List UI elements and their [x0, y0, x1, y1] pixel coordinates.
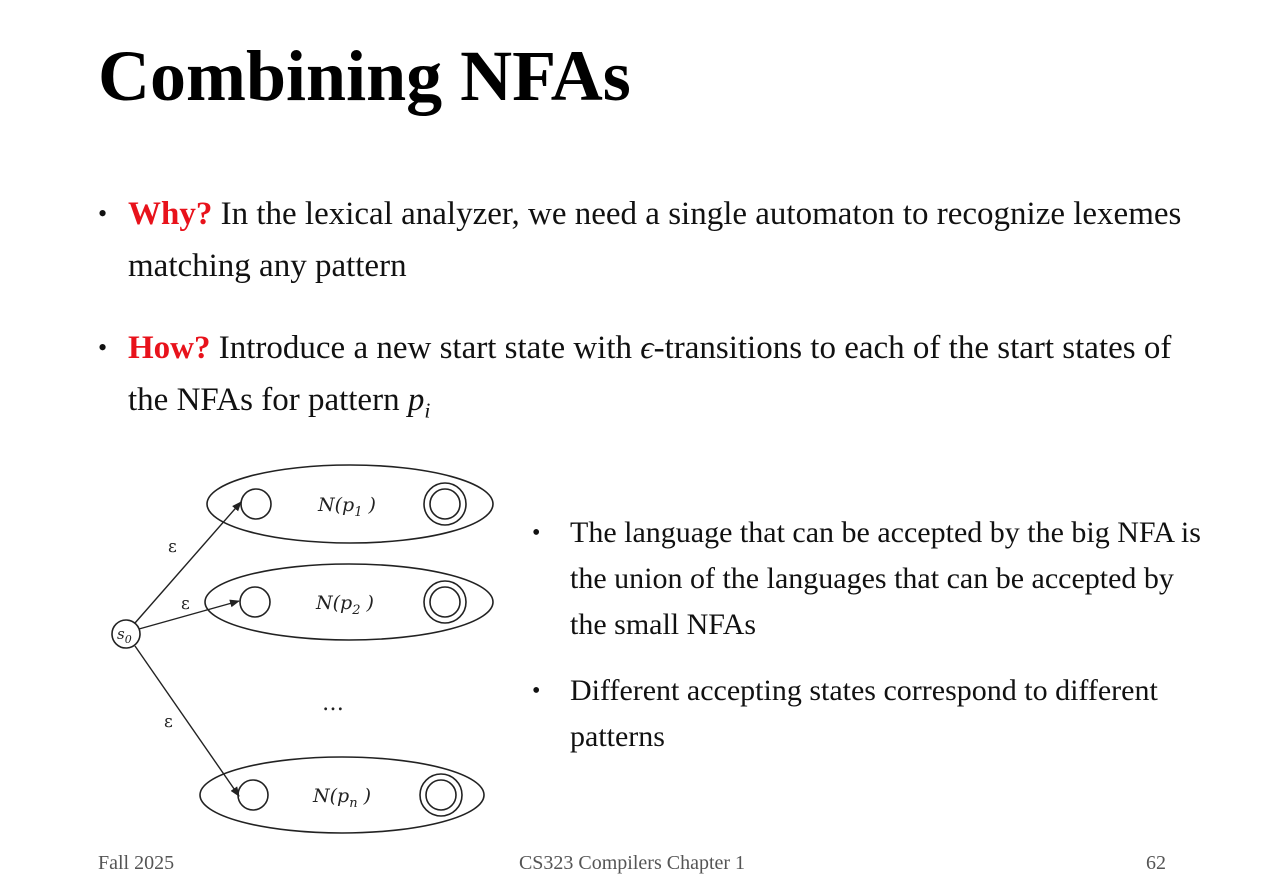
epsilon-edge-n	[134, 645, 240, 797]
bullet-how: How? Introduce a new start state with ϵ-…	[98, 322, 1198, 437]
nfa-2-accept-outer	[423, 580, 467, 624]
nfa-n: N(pn )	[199, 756, 485, 834]
nfa-n-boundary	[199, 756, 485, 834]
start-state-label: s0	[117, 625, 132, 646]
nfa-n-start-state	[237, 779, 269, 811]
slide-number: 62	[1146, 852, 1166, 874]
start-state-circle	[111, 619, 141, 649]
bullet-how-text-2: -transitions to each of the start states…	[128, 330, 1172, 418]
epsilon-label-2: ε	[181, 594, 190, 614]
nfa-2-label: N(p2 )	[315, 592, 374, 618]
nfa-2-boundary	[204, 563, 494, 641]
nfa-1-accept-inner	[429, 488, 461, 520]
nfa-n-accept-outer	[419, 773, 463, 817]
bullet-how-text-1: Introduce a new start state with	[210, 330, 641, 366]
epsilon-edge-2	[138, 599, 240, 630]
nfa-n-accept-inner	[425, 779, 457, 811]
start-state: s0	[111, 619, 141, 649]
nfa-1-label: N(p1 )	[317, 494, 376, 520]
epsilon-label-1: ε	[168, 537, 177, 557]
nfa-1: N(p1 )	[206, 464, 494, 544]
keyword-how: How?	[128, 330, 211, 366]
keyword-why: Why?	[128, 196, 213, 232]
nfa-2-accept-inner	[429, 586, 461, 618]
slide-footer: Fall 2025 CS323 Compilers Chapter 1 62	[98, 852, 1166, 878]
nfa-diagram: N(p1 ) N(p2 ) N(pn ) s0 ε ε ε	[100, 455, 520, 845]
footer-course: CS323 Compilers Chapter 1	[518, 852, 746, 874]
pattern-var: p	[407, 382, 425, 418]
nfa-1-accept-outer	[423, 482, 467, 526]
epsilon-edge-1	[134, 501, 242, 624]
nfa-1-boundary	[206, 464, 494, 544]
nfa-1-start-state	[240, 488, 272, 520]
nfa-diagram-svg: N(p1 ) N(p2 ) N(pn ) s0 ε ε ε	[111, 464, 494, 834]
bullet-why: Why? In the lexical analyzer, we need a …	[98, 188, 1198, 292]
nfa-n-label: N(pn )	[312, 785, 371, 811]
footer-date: Fall 2025	[98, 852, 175, 874]
slide-title: Combining NFAs	[98, 36, 631, 116]
nfa-2-start-state	[239, 586, 271, 618]
pattern-var-sub: i	[424, 398, 431, 423]
main-bullets: Why? In the lexical analyzer, we need a …	[98, 188, 1198, 437]
side-bullets: The language that can be accepted by the…	[532, 510, 1212, 760]
epsilon-label-n: ε	[164, 712, 173, 732]
nfa-2: N(p2 )	[204, 563, 494, 641]
side-bullet-union: The language that can be accepted by the…	[532, 510, 1212, 648]
ellipsis: …	[322, 691, 344, 716]
bullet-why-text: In the lexical analyzer, we need a singl…	[128, 196, 1182, 284]
side-bullet-accepting: Different accepting states correspond to…	[532, 668, 1212, 760]
epsilon-symbol: ϵ	[640, 330, 654, 366]
